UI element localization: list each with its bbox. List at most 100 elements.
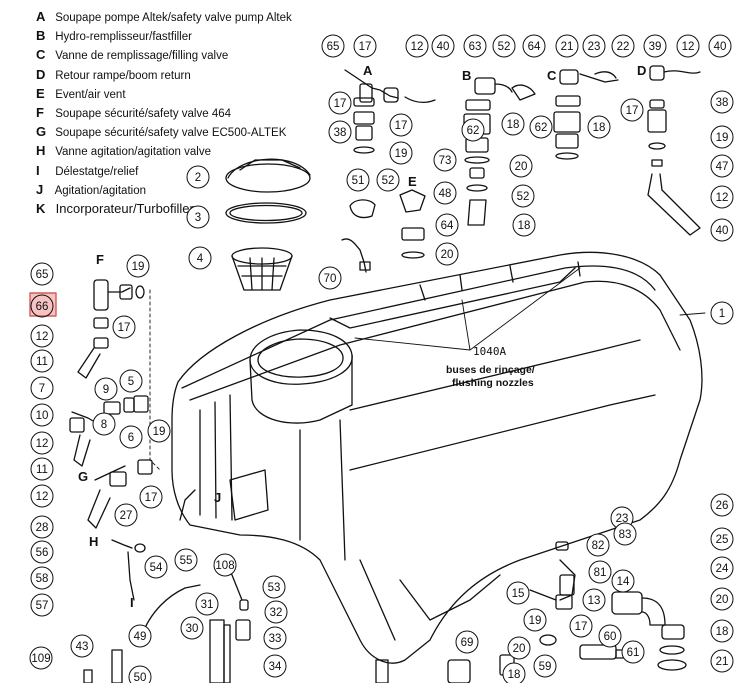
callout-circle <box>710 90 734 114</box>
callout-number: 56 <box>36 547 49 559</box>
part-callout: 69 <box>455 630 479 654</box>
callout-circle <box>30 403 54 427</box>
callout-number: 64 <box>528 41 541 53</box>
part-callout: 62 <box>461 118 485 142</box>
callout-circle <box>710 185 734 209</box>
callout-number: 83 <box>619 529 632 541</box>
part-callout: 73 <box>433 148 457 172</box>
part-callout: 11 <box>30 349 54 373</box>
callout-number: 38 <box>716 97 729 109</box>
callout-circle <box>389 113 413 137</box>
callout-number: 63 <box>469 41 482 53</box>
part-callout: 8 <box>92 412 116 436</box>
part-callout: 64 <box>522 34 546 58</box>
callout-number: 55 <box>180 555 193 567</box>
callout-number: 70 <box>324 273 337 285</box>
section-letter: E <box>408 174 417 189</box>
callout-circle <box>30 457 54 481</box>
callout-number: 81 <box>594 567 607 579</box>
callout-circle <box>533 654 557 678</box>
callout-circle <box>611 34 635 58</box>
callout-number: 54 <box>150 562 163 574</box>
callout-circle <box>522 34 546 58</box>
callout-circle <box>389 141 413 165</box>
callout-number: 60 <box>604 631 617 643</box>
callout-circle <box>186 205 210 229</box>
callout-number: 20 <box>513 643 526 655</box>
part-callout: 27 <box>114 503 138 527</box>
callout-number: 108 <box>215 560 234 572</box>
part-callout: 4 <box>188 246 212 270</box>
callout-circle <box>555 34 579 58</box>
callout-number: 47 <box>716 161 729 173</box>
callout-circle <box>710 301 734 325</box>
part-callout: 38 <box>710 90 734 114</box>
part-callout: 14 <box>611 569 635 593</box>
callout-number: 19 <box>153 426 166 438</box>
callout-number: 28 <box>36 522 49 534</box>
callout-circle <box>30 515 54 539</box>
callout-circle <box>119 425 143 449</box>
callout-circle <box>613 522 637 546</box>
part-callout: 59 <box>533 654 557 678</box>
callout-number: 3 <box>195 212 201 224</box>
callout-circle <box>710 527 734 551</box>
callout-number: 18 <box>507 119 520 131</box>
section-letters: A B C D E F G H I J <box>78 63 646 610</box>
callout-circle <box>92 412 116 436</box>
callout-number: 62 <box>467 125 480 137</box>
part-callout: 32 <box>264 600 288 624</box>
callout-circle <box>405 34 429 58</box>
part-callout: 20 <box>435 242 459 266</box>
part-callout: 43 <box>70 634 94 658</box>
part-callout: 54 <box>144 555 168 579</box>
part-callout: 38 <box>328 120 352 144</box>
part-callout: 9 <box>94 377 118 401</box>
legend-item: B Hydro-remplisseur/fastfiller <box>36 28 192 44</box>
nozzle-note-line2: flushing nozzles <box>452 377 534 389</box>
part-callout: 18 <box>501 112 525 136</box>
part-callout: 23 <box>582 34 606 58</box>
callout-number: 39 <box>649 41 662 53</box>
callout-circle <box>30 324 54 348</box>
callout-number: 18 <box>716 626 729 638</box>
part-callout: 18 <box>587 115 611 139</box>
part-callout: 30 <box>180 616 204 640</box>
callout-circle <box>112 315 136 339</box>
part-callout: 33 <box>263 626 287 650</box>
part-callout: 56 <box>30 540 54 564</box>
nozzle-note-line1: buses de rinçage/ <box>446 364 535 376</box>
callout-number: 27 <box>120 510 133 522</box>
callout-circle <box>435 242 459 266</box>
part-callout: 65 <box>30 262 54 286</box>
callout-number: 18 <box>593 122 606 134</box>
callout-circle <box>431 34 455 58</box>
section-letter: C <box>547 68 557 83</box>
part-callout: 17 <box>353 34 377 58</box>
part-callout: 24 <box>710 556 734 580</box>
callout-number: 20 <box>716 594 729 606</box>
part-callout: 3 <box>186 205 210 229</box>
callout-number: 65 <box>327 41 340 53</box>
legend-item: J Agitation/agitation <box>36 181 146 197</box>
callout-number: 9 <box>103 384 109 396</box>
callout-circle <box>188 246 212 270</box>
part-callout: 83 <box>613 522 637 546</box>
legend-item: K Incorporateur/Turbofiller <box>36 201 194 217</box>
callout-circle <box>710 649 734 673</box>
part-callout: 17 <box>112 315 136 339</box>
part-callout: 10 <box>30 403 54 427</box>
callout-number: 17 <box>575 621 588 633</box>
part-callout: 18 <box>512 213 536 237</box>
callout-circle <box>512 213 536 237</box>
callout-number: 53 <box>268 582 281 594</box>
callout-circle <box>174 548 198 572</box>
part-callout: 17 <box>389 113 413 137</box>
part-callout: 108 <box>213 553 237 577</box>
callout-circle <box>501 112 525 136</box>
callout-circle <box>708 34 732 58</box>
part-callout: 40 <box>710 218 734 242</box>
callout-circle <box>587 115 611 139</box>
